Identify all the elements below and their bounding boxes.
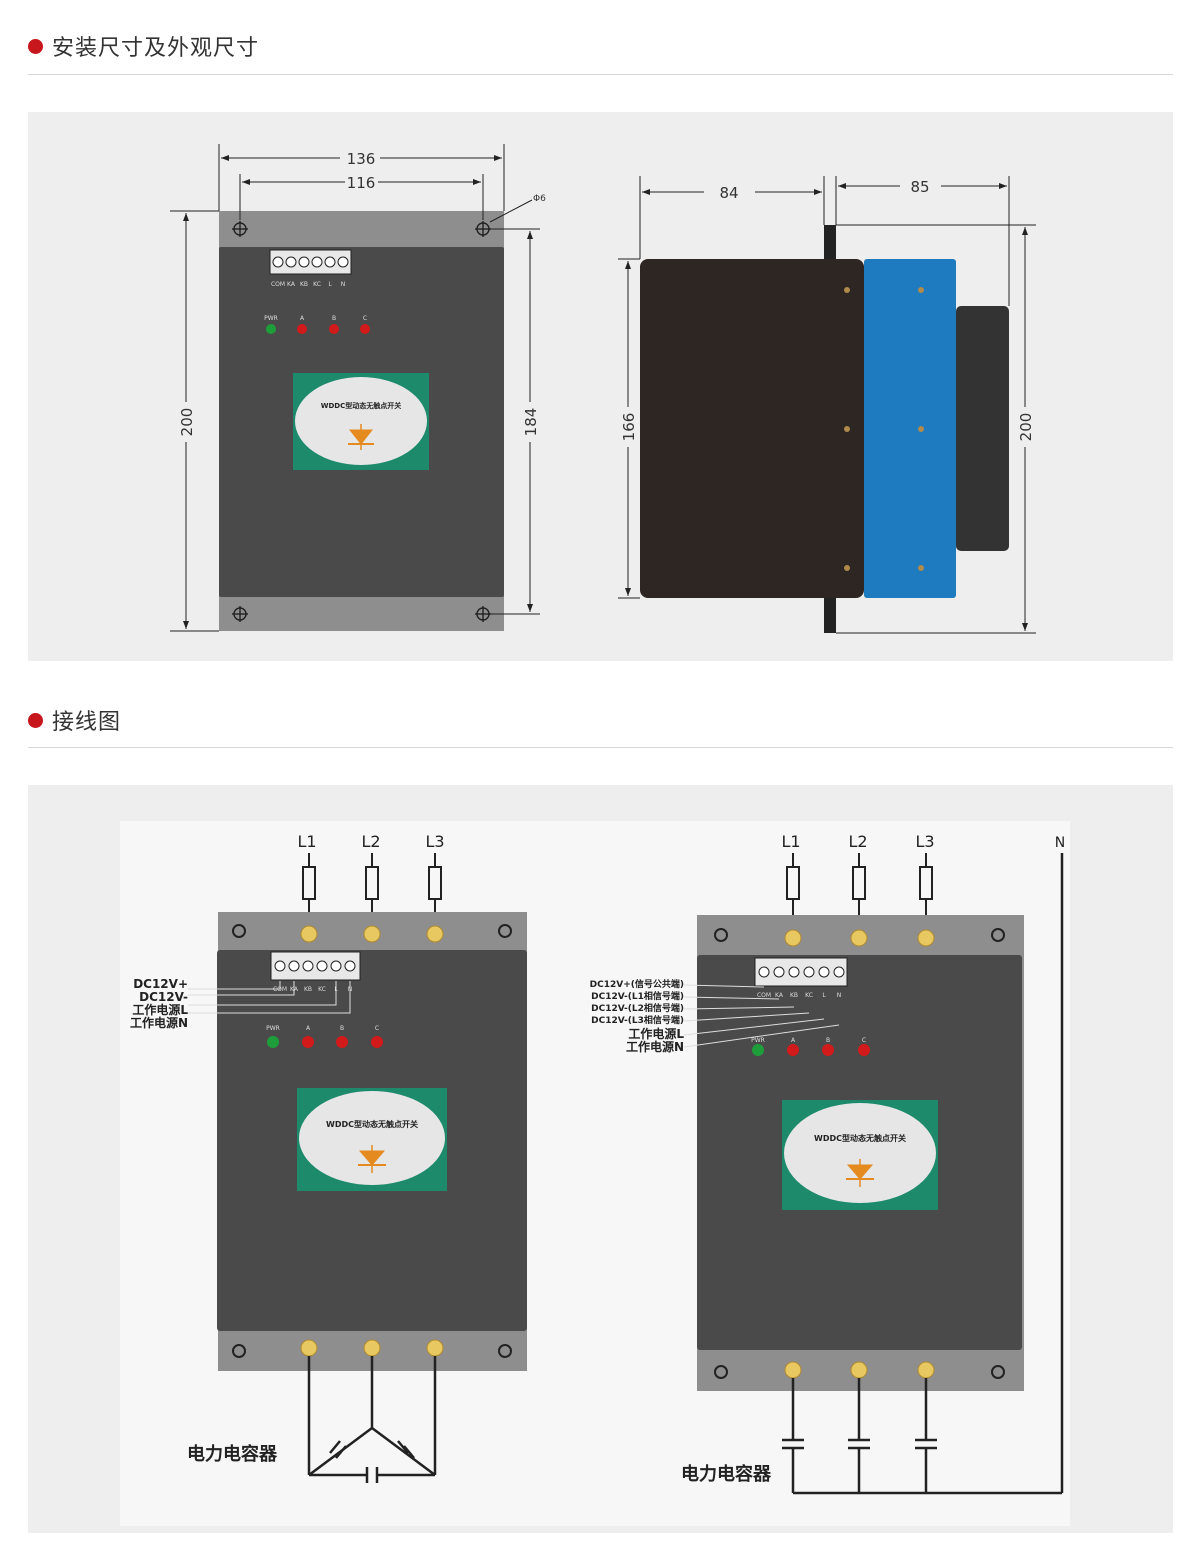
signal-label: 工作电源N (626, 1039, 684, 1054)
terminal-label: KA (287, 281, 296, 288)
wiring-diagram: L1 L2 L3 COM K (120, 821, 1070, 1526)
section-header-wiring: 接线图 (28, 704, 121, 736)
phase-led-a (297, 324, 307, 334)
terminal-label: KC (313, 281, 321, 288)
phase-led-c (858, 1044, 870, 1056)
phase-label: L1 (781, 832, 800, 851)
neutral-label: N (1055, 835, 1065, 851)
phase-led-b (329, 324, 339, 334)
thyristor-logo-icon (846, 1159, 874, 1187)
led-label: B (332, 315, 336, 322)
terminal-label: KC (805, 992, 813, 999)
section-title-wiring: 接线图 (52, 710, 122, 735)
dim-85-label: 85 (910, 178, 929, 196)
terminal-label: L (328, 281, 332, 288)
dim-84-label: 84 (719, 184, 738, 202)
dim-166-label: 166 (620, 413, 638, 442)
terminal-label: COM (271, 281, 285, 288)
led-label: A (300, 315, 305, 322)
phase-label: L1 (297, 832, 316, 851)
section-header-dimensions: 安装尺寸及外观尺寸 (28, 30, 259, 62)
terminal-label: N (341, 281, 346, 288)
signal-label: DC12V-(L2相信号端) (591, 1002, 684, 1014)
terminal-block (754, 957, 848, 987)
wiring-diagram-panel: L1 L2 L3 COM K (28, 785, 1173, 1533)
terminal-label: COM (757, 992, 771, 999)
pwr-led (752, 1044, 764, 1056)
phase-label: L3 (915, 832, 934, 851)
led-label: A (306, 1025, 311, 1032)
terminal-label: KA (775, 992, 784, 999)
side-blue-block (864, 259, 956, 598)
terminal-label: KB (790, 992, 798, 999)
nameplate-text: WDDC型动态无触点开关 (321, 401, 401, 410)
phase-label: L2 (848, 832, 867, 851)
phase-led-a (787, 1044, 799, 1056)
dim-184-label: 184 (522, 408, 540, 437)
terminal-label: KB (304, 986, 312, 993)
pwr-led (267, 1036, 279, 1048)
dim-hole-label: Φ6 (533, 194, 546, 204)
wiring-right: L1 L2 L3 N COM (590, 832, 1065, 1495)
signal-label: DC12V+ (133, 977, 188, 991)
terminal-label: L (822, 992, 826, 999)
led-label: C (375, 1025, 379, 1032)
signal-label: 工作电源L (132, 1002, 188, 1017)
dim-200-label: 200 (178, 408, 196, 437)
led-label: PWR (751, 1037, 765, 1044)
bullet-dot-icon (28, 38, 43, 54)
nameplate-text: WDDC型动态无触点开关 (814, 1133, 906, 1143)
side-body (640, 259, 864, 598)
phase-led-c (371, 1036, 383, 1048)
led-label: PWR (266, 1025, 280, 1032)
thyristor-logo-icon (358, 1145, 386, 1173)
signal-label: DC12V-(L3相信号端) (591, 1014, 684, 1026)
capacitor-label: 电力电容器 (187, 1443, 278, 1465)
signal-label: DC12V-(L1相信号端) (591, 990, 684, 1002)
dimension-drawing: COM KA KB KC L N PWR A B C WDDC型动态无触点开关 (170, 144, 1036, 634)
led-label: B (826, 1037, 830, 1044)
phase-led-c (360, 324, 370, 334)
front-view: COM KA KB KC L N PWR A B C WDDC型动态无触点开关 (170, 144, 546, 632)
led-label: PWR (264, 315, 278, 322)
signal-label: 工作电源N (130, 1015, 188, 1030)
pwr-led (266, 324, 276, 334)
bullet-dot-icon (28, 712, 43, 728)
signal-label: DC12V+(信号公共端) (590, 978, 684, 990)
side-heatsink (956, 306, 1009, 551)
phase-label: L2 (361, 832, 380, 851)
dim-200-side-label: 200 (1017, 413, 1035, 442)
terminal-label: KB (300, 281, 308, 288)
led-label: C (363, 315, 367, 322)
terminal-label: KC (318, 986, 326, 993)
divider (28, 74, 1173, 75)
led-label: A (791, 1037, 796, 1044)
section-title-dimensions: 安装尺寸及外观尺寸 (52, 36, 260, 61)
dim-116-label: 116 (347, 174, 376, 192)
phase-label: L3 (425, 832, 444, 851)
led-label: B (340, 1025, 344, 1032)
side-view: 84 85 166 200 (618, 176, 1036, 634)
phase-led-b (822, 1044, 834, 1056)
wiring-left: L1 L2 L3 COM K (130, 832, 527, 1483)
terminal-label: N (837, 992, 842, 999)
capacitor-label: 电力电容器 (681, 1463, 772, 1485)
dim-136-label: 136 (347, 150, 376, 168)
phase-led-a (302, 1036, 314, 1048)
phase-led-b (336, 1036, 348, 1048)
led-label: C (862, 1037, 866, 1044)
dimension-drawing-panel: COM KA KB KC L N PWR A B C WDDC型动态无触点开关 (28, 112, 1173, 661)
divider (28, 747, 1173, 748)
signal-label: 工作电源L (628, 1026, 684, 1041)
thyristor-logo-icon (348, 424, 374, 450)
signal-label: DC12V- (139, 990, 188, 1004)
nameplate-text: WDDC型动态无触点开关 (326, 1119, 418, 1129)
